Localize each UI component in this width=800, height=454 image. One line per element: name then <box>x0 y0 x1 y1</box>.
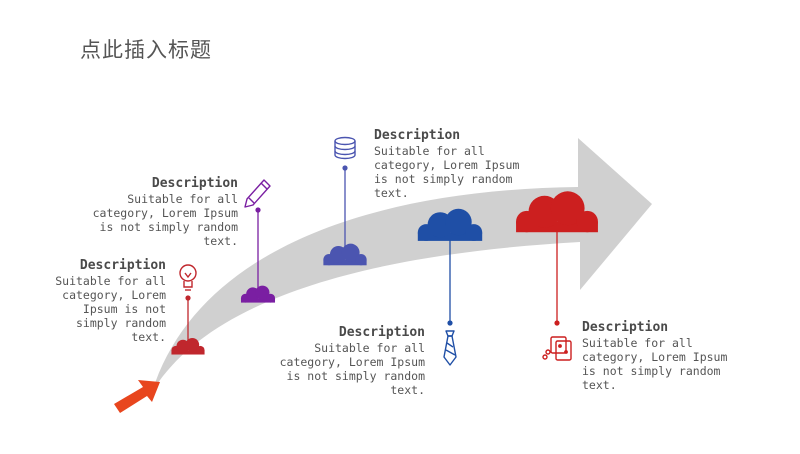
description-line: is not simply random <box>99 220 238 234</box>
description-line: text. <box>203 234 238 248</box>
description-line: Suitable for all <box>374 144 485 158</box>
description-line: category, Lorem Ipsum <box>582 350 728 364</box>
description-line: Suitable for all <box>127 192 238 206</box>
text-block-3: Description Suitable for all category, L… <box>374 128 519 200</box>
description-line: category, Lorem Ipsum <box>279 355 425 369</box>
text-block-1: Description Suitable for all category, L… <box>55 258 166 344</box>
connector-dot-4 <box>447 320 453 326</box>
text-block-2: Description Suitable for all category, L… <box>93 176 238 248</box>
curved-arrow-body <box>152 138 652 392</box>
dice-icon <box>542 336 572 361</box>
connector-dot-1 <box>185 295 191 301</box>
cloud-icon-2 <box>240 285 276 303</box>
tie-icon <box>443 330 457 366</box>
description-line: category, Lorem <box>62 288 166 302</box>
description-heading: Description <box>79 258 166 273</box>
description-line: category, Lorem Ipsum <box>374 158 520 172</box>
connector-dot-2 <box>255 207 261 213</box>
connector-dot-5 <box>554 320 560 326</box>
cloud-icon-3 <box>323 243 367 266</box>
description-heading: Description <box>582 320 669 335</box>
description-line: text. <box>374 186 409 200</box>
cloud-icon-5 <box>516 191 598 233</box>
description-line: text. <box>131 330 166 344</box>
description-heading: Description <box>338 325 425 340</box>
text-block-5: Description Suitable for all category, L… <box>582 320 727 392</box>
lightbulb-icon <box>179 264 197 291</box>
description-line: category, Lorem Ipsum <box>92 206 238 220</box>
description-line: simply random <box>75 316 166 330</box>
database-icon <box>334 136 356 160</box>
description-line: is not simply random <box>582 364 721 378</box>
description-line: text. <box>390 383 425 397</box>
connector-dot-3 <box>342 165 348 171</box>
description-heading: Description <box>374 128 461 143</box>
description-line: Suitable for all <box>582 336 693 350</box>
description-line: Ipsum is not <box>82 302 166 316</box>
page-title: 点此插入标题 <box>80 38 212 62</box>
description-line: is not simply random <box>286 369 425 383</box>
start-arrow-icon <box>114 380 160 413</box>
description-heading: Description <box>151 176 238 191</box>
pencil-icon <box>244 179 271 208</box>
description-line: Suitable for all <box>314 341 425 355</box>
description-line: is not simply random <box>374 172 513 186</box>
text-block-4: Description Suitable for all category, L… <box>280 325 425 397</box>
cloud-icon-4 <box>417 208 483 241</box>
description-line: text. <box>582 378 617 392</box>
cloud-icon-1 <box>171 337 205 355</box>
description-line: Suitable for all <box>55 274 166 288</box>
